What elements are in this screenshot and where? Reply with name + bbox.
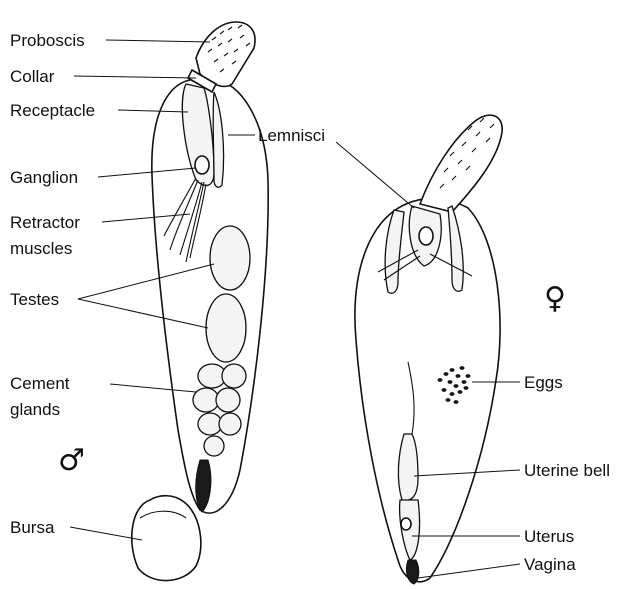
male-testis-2	[206, 294, 246, 362]
label-collar: Collar	[10, 67, 55, 86]
label-uterine-bell: Uterine bell	[524, 461, 610, 480]
label-proboscis: Proboscis	[10, 31, 85, 50]
female-uterine-bell	[398, 434, 418, 500]
label-retractor-muscles-line1: Retractor	[10, 213, 80, 232]
label-retractor-muscles-line2: muscles	[10, 239, 72, 258]
label-testes: Testes	[10, 290, 59, 309]
male-worm	[132, 22, 268, 581]
female-vagina	[406, 560, 418, 584]
label-eggs: Eggs	[524, 373, 563, 392]
label-cement-glands-line1: Cement	[10, 374, 70, 393]
label-lemnisci: Lemnisci	[258, 126, 325, 145]
female-worm	[355, 115, 502, 584]
male-testis-1	[210, 226, 250, 290]
male-bursa	[132, 496, 201, 581]
label-receptacle: Receptacle	[10, 101, 95, 120]
labels: Proboscis Collar Receptacle Ganglion Ret…	[10, 31, 610, 574]
male-symbol-icon: ♂	[58, 443, 85, 478]
label-ganglion: Ganglion	[10, 168, 78, 187]
label-cement-glands-line2: glands	[10, 400, 60, 419]
female-symbol-icon: ♀	[544, 281, 566, 316]
label-uterus: Uterus	[524, 527, 574, 546]
female-proboscis	[420, 115, 502, 212]
label-vagina: Vagina	[524, 555, 576, 574]
label-bursa: Bursa	[10, 518, 55, 537]
male-ganglion	[195, 156, 209, 174]
